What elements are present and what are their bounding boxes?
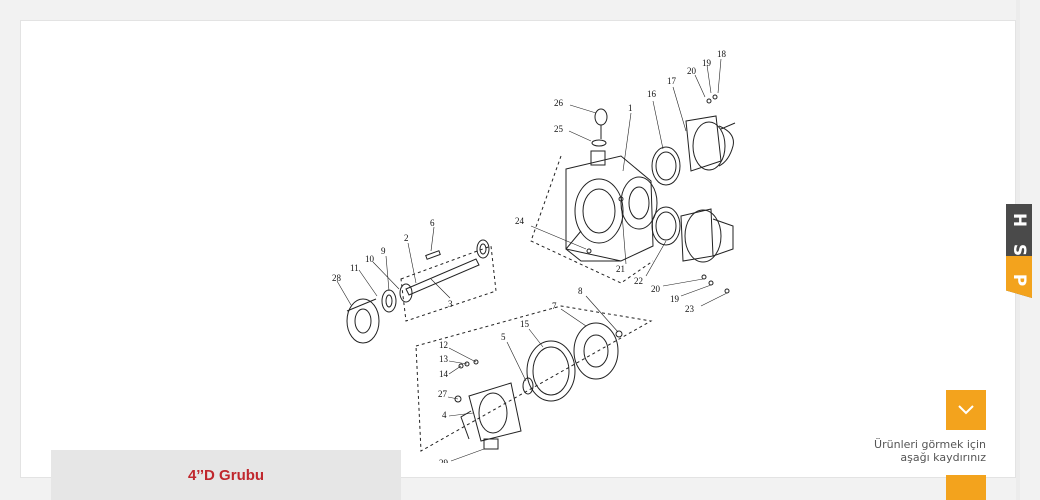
brand-letter: H — [1009, 212, 1029, 228]
part-label: 12 — [439, 340, 448, 350]
part-label: 7 — [552, 301, 557, 311]
part-label: 8 — [578, 286, 583, 296]
part-label: 9 — [381, 246, 386, 256]
part-label: 17 — [667, 76, 677, 86]
part-label: 19 — [670, 294, 680, 304]
part-label: 20 — [687, 66, 697, 76]
part-label: 15 — [520, 319, 530, 329]
part-label: 13 — [439, 354, 449, 364]
part-label: 4 — [442, 410, 447, 420]
part-label: 19 — [702, 58, 712, 68]
part-label: 5 — [501, 332, 506, 342]
product-card: 26 25 1 16 17 18 19 20 24 21 22 20 19 23… — [20, 20, 1016, 478]
part-label: 14 — [439, 369, 449, 379]
part-label: 18 — [717, 49, 727, 59]
hsp-brand-logo[interactable]: H S P — [1006, 204, 1032, 298]
part-label: 28 — [332, 273, 342, 283]
brand-letter: S — [1009, 243, 1029, 257]
part-label: 26 — [554, 98, 564, 108]
part-label: 2 — [404, 233, 409, 243]
part-label: 21 — [616, 264, 625, 274]
scroll-hint: Ürünleri görmek için aşağı kaydırınız — [874, 438, 986, 464]
part-label: 23 — [685, 304, 695, 314]
part-label: 6 — [430, 218, 435, 228]
exploded-parts-diagram: 26 25 1 16 17 18 19 20 24 21 22 20 19 23… — [332, 49, 736, 463]
part-label: 20 — [651, 284, 661, 294]
part-label: 11 — [350, 263, 359, 273]
part-label: 29 — [439, 458, 449, 463]
brand-letter: P — [1009, 273, 1029, 287]
secondary-orange-button[interactable] — [946, 475, 986, 500]
product-title[interactable]: 4’’D Grubu — [187, 466, 265, 484]
part-label: 24 — [515, 216, 525, 226]
part-label: 10 — [365, 254, 375, 264]
scroll-hint-line: Ürünleri görmek için — [874, 438, 986, 451]
scroll-hint-line: aşağı kaydırınız — [900, 451, 986, 464]
part-label: 25 — [554, 124, 564, 134]
product-caption[interactable]: 4’’D Grubu — [51, 450, 401, 500]
part-label: 1 — [628, 103, 633, 113]
brand-accent — [1006, 256, 1032, 298]
part-label: 3 — [448, 299, 453, 309]
part-label: 22 — [634, 276, 643, 286]
chevron-down-icon — [958, 405, 974, 415]
scroll-down-button[interactable] — [946, 390, 986, 430]
part-label: 16 — [647, 89, 657, 99]
part-label: 27 — [438, 389, 448, 399]
